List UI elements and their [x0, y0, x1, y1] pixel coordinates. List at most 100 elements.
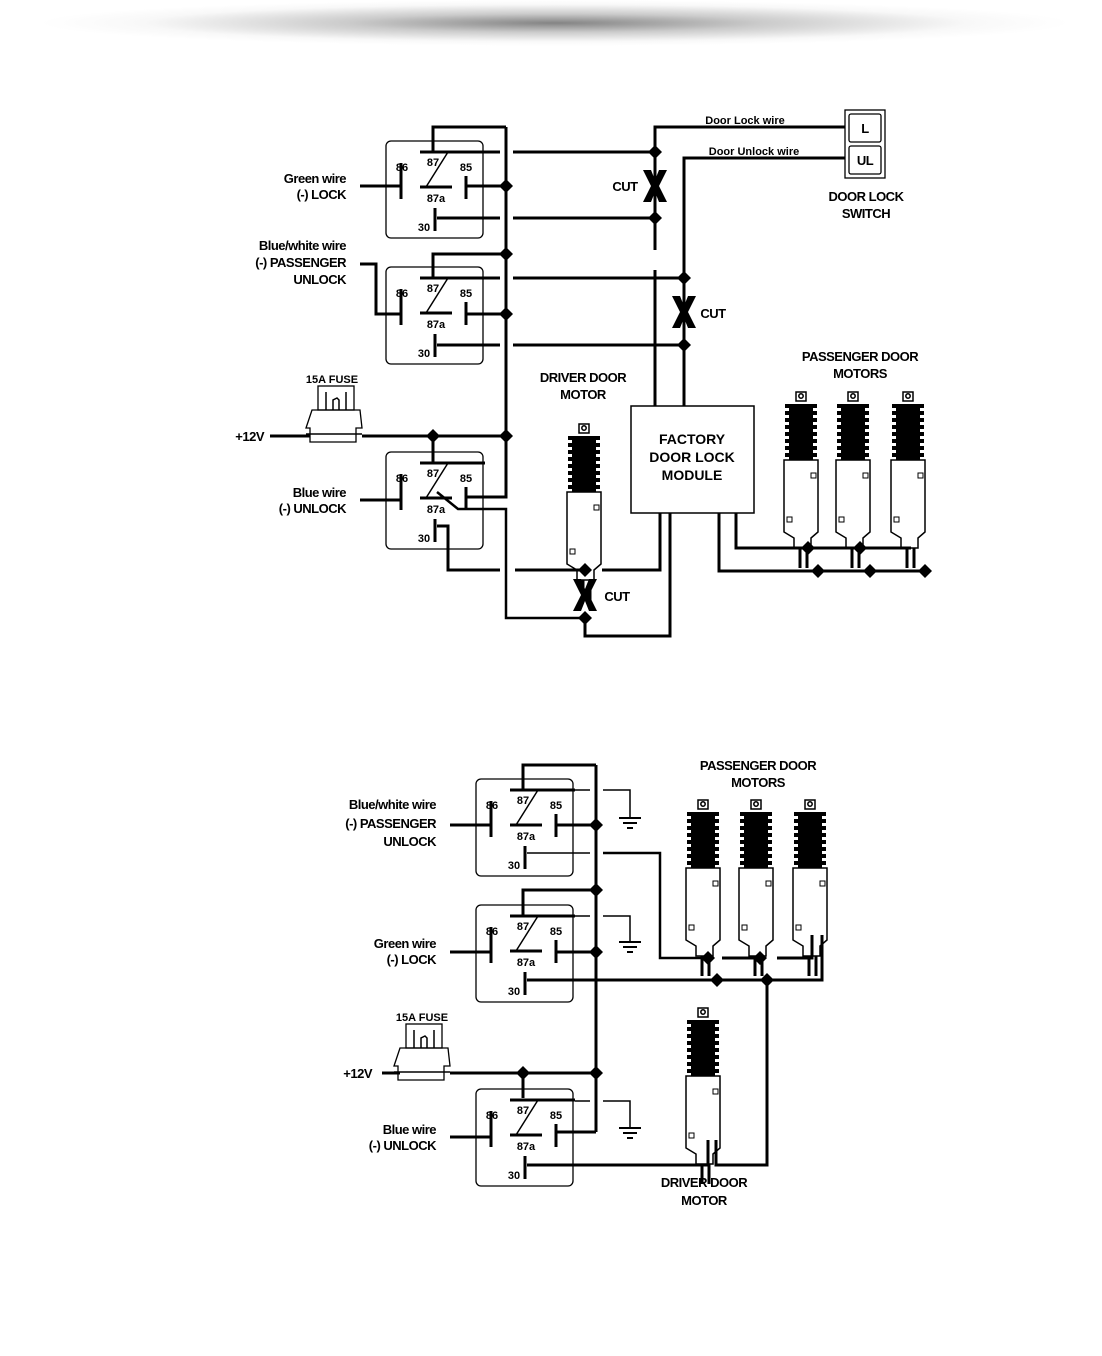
pin-label-85: 85	[460, 288, 472, 300]
driver-motor-label-line1: DRIVER DOOR	[661, 1175, 748, 1190]
passenger-door-motor	[834, 390, 872, 570]
module-label-line3: MODULE	[662, 467, 723, 483]
pin-label-86: 86	[486, 926, 498, 938]
junction-dot	[589, 883, 603, 897]
switch-arm	[515, 1099, 539, 1136]
pin-label-87: 87	[517, 795, 529, 807]
passenger-motors-label-line1: PASSENGER DOOR	[802, 349, 919, 364]
switch-button-unlock	[848, 145, 882, 175]
door-lock-switch	[844, 109, 886, 179]
passenger-motors-label-line2: MOTORS	[833, 366, 888, 381]
ground-icon	[619, 817, 641, 829]
relay-unlock-label-line2: (-) UNLOCK	[279, 501, 347, 516]
junction-dot	[499, 307, 513, 321]
junction-dot	[499, 247, 513, 261]
pin-label-86: 86	[486, 800, 498, 812]
passenger-door-motor	[684, 798, 722, 978]
pin-label-87: 87	[427, 283, 439, 295]
switch-label-line1: DOOR LOCK	[829, 189, 905, 204]
relay-lock-label-line2: (-) LOCK	[297, 187, 348, 202]
pin-label-30: 30	[508, 986, 520, 998]
relay-passenger-label-line2: (-) PASSENGER	[345, 816, 437, 831]
switch-label-line2: SWITCH	[842, 206, 890, 221]
pin-label-30: 30	[418, 348, 430, 360]
passenger-door-motor	[889, 390, 927, 570]
cut-label: CUT	[604, 589, 630, 604]
relay-unlock-label-line1: Blue wire	[293, 485, 347, 500]
junction-dot	[499, 429, 513, 443]
relay-lock-label-line1: Green wire	[284, 171, 346, 186]
pin-label-87a: 87a	[427, 193, 446, 205]
pin-label-87a: 87a	[517, 957, 536, 969]
power-label: +12V	[343, 1066, 373, 1081]
relay-passenger-label-line2: (-) PASSENGER	[255, 255, 347, 270]
switch-arm	[425, 151, 449, 188]
cut-label: CUT	[700, 306, 726, 321]
passenger-motors-label-line2: MOTORS	[731, 775, 786, 790]
pin-label-86: 86	[486, 1110, 498, 1122]
junction-dot	[589, 1066, 603, 1080]
door-lock-wire-label: Door Lock wire	[705, 115, 784, 127]
pin-label-85: 85	[550, 926, 562, 938]
pin-label-85: 85	[460, 162, 472, 174]
ground-icon	[619, 941, 641, 953]
junction-dot	[710, 973, 724, 987]
driver-motor-label-line2: MOTOR	[560, 387, 607, 402]
junction-dot	[516, 1066, 530, 1080]
pin-label-30: 30	[508, 1170, 520, 1182]
junction-dot	[426, 429, 440, 443]
pin-label-86: 86	[396, 288, 408, 300]
door-unlock-wire-label: Door Unlock wire	[709, 146, 799, 158]
relay-lock-label-line2: (-) LOCK	[387, 952, 438, 967]
power-label: +12V	[235, 429, 265, 444]
junction-dot	[760, 973, 774, 987]
factory-door-lock-module	[630, 405, 755, 514]
module-label-line1: FACTORY	[659, 431, 726, 447]
junction-dot	[499, 179, 513, 193]
pin-label-87a: 87a	[517, 831, 536, 843]
cut-label: CUT	[612, 179, 638, 194]
pin-label-87: 87	[517, 1105, 529, 1117]
passenger-door-motor	[782, 390, 820, 570]
fuse-label: 15A FUSE	[306, 374, 358, 386]
driver-motor-label-line1: DRIVER DOOR	[540, 370, 627, 385]
pin-label-87a: 87a	[517, 1141, 536, 1153]
switch-arm	[425, 277, 449, 314]
junction-dot	[578, 611, 592, 625]
relay-lock-label-line1: Green wire	[374, 936, 436, 951]
passenger-motors-label-line1: PASSENGER DOOR	[700, 758, 817, 773]
junction-dot	[918, 564, 932, 578]
pin-label-30: 30	[418, 222, 430, 234]
relay-contacts: 86 87 85 87a 30	[396, 276, 485, 360]
cut-x-icon	[573, 579, 597, 611]
pin-label-30: 30	[418, 533, 430, 545]
fuse-icon	[305, 385, 363, 443]
junction-dot	[589, 818, 603, 832]
fuse-label: 15A FUSE	[396, 1012, 448, 1024]
cut-x-icon	[643, 170, 667, 202]
junction-dot	[648, 211, 662, 225]
junction-dot	[677, 271, 691, 285]
pin-label-86: 86	[396, 162, 408, 174]
passenger-door-motor	[737, 798, 775, 978]
relay-unlock-label-line1: Blue wire	[383, 1122, 437, 1137]
junction-dot	[677, 338, 691, 352]
relay-passenger-label-line3: UNLOCK	[293, 272, 347, 287]
driver-motor-label-line2: MOTOR	[681, 1193, 728, 1208]
switch-arm	[515, 789, 539, 826]
junction-dot	[648, 145, 662, 159]
pin-label-86: 86	[396, 473, 408, 485]
junction-dot	[811, 564, 825, 578]
pin-label-87a: 87a	[427, 504, 446, 516]
pin-label-85: 85	[550, 800, 562, 812]
pin-label-87a: 87a	[427, 319, 446, 331]
pin-label-87: 87	[427, 468, 439, 480]
